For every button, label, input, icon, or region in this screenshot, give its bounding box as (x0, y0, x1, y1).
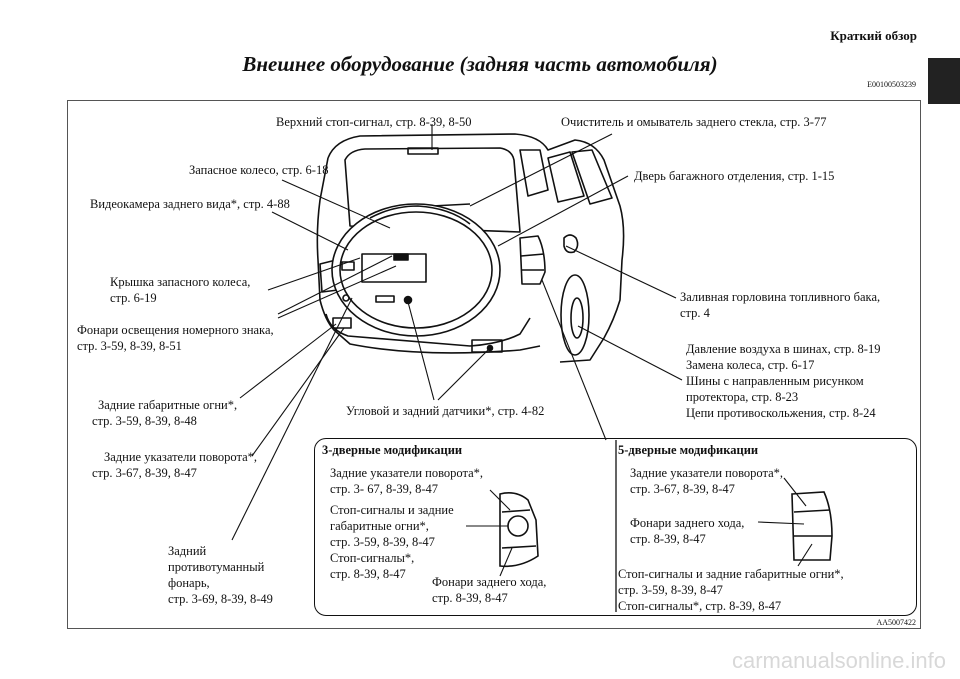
inset3-stop-line2: габаритные огни*, (330, 519, 429, 533)
label-tail-lamps-line1: Задние габаритные огни*, (98, 398, 238, 412)
watermark: carmanualsonline.info (731, 648, 946, 673)
label-tyres-line3: Шины с направленным рисунком (686, 374, 864, 388)
label-fog-lamp-line2: противотуманный (168, 560, 265, 574)
inset5-stop-line2: стр. 3-59, 8-39, 8-47 (618, 583, 723, 597)
page-title: Внешнее оборудование (задняя часть автом… (242, 52, 718, 76)
label-spare-cover-line1: Крышка запасного колеса, (110, 275, 251, 289)
variants-inset (314, 438, 917, 616)
label-spare-cover-line2: стр. 6-19 (110, 291, 157, 305)
label-tyres-line1: Давление воздуха в шинах, стр. 8-19 (686, 342, 881, 356)
label-tailgate: Дверь багажного отделения, стр. 1-15 (634, 169, 835, 183)
inset3-reverse-line1: Фонари заднего хода, (432, 575, 547, 589)
label-rear-camera: Видеокамера заднего вида*, стр. 4-88 (90, 197, 290, 211)
label-high-mount-stop-lamp: Верхний стоп-сигнал, стр. 8-39, 8-50 (276, 115, 472, 129)
label-turn-signals-line1: Задние указатели поворота*, (104, 450, 258, 464)
label-fuel-filler-line1: Заливная горловина топливного бака, (680, 290, 881, 304)
chapter-tab (928, 58, 960, 104)
label-parking-sensors: Угловой и задний датчики*, стр. 4-82 (346, 404, 545, 418)
label-plate-lamps-line1: Фонари освещения номерного знака, (77, 323, 274, 337)
label-rear-wiper-washer: Очиститель и омыватель заднего стекла, с… (561, 115, 827, 129)
label-tail-lamps-line2: стр. 3-59, 8-39, 8-48 (92, 414, 197, 428)
inset3-stop-line3: стр. 3-59, 8-39, 8-47 (330, 535, 435, 549)
inset5-stop-line1: Стоп-сигналы и задние габаритные огни*, (618, 567, 844, 581)
label-turn-signals-line2: стр. 3-67, 8-39, 8-47 (92, 466, 197, 480)
inset5-reverse-line1: Фонари заднего хода, (630, 516, 745, 530)
inset3-reverse-line2: стр. 8-39, 8-47 (432, 591, 508, 605)
label-fuel-filler-line2: стр. 4 (680, 306, 710, 320)
label-spare-wheel: Запасное колесо, стр. 6-18 (189, 163, 329, 177)
inset3-turn-line1: Задние указатели поворота*, (330, 466, 484, 480)
inset3-turn-line2: стр. 3- 67, 8-39, 8-47 (330, 482, 439, 496)
section-title: Краткий обзор (830, 28, 917, 43)
inset3-stop-line5: стр. 8-39, 8-47 (330, 567, 406, 581)
inset5-stop-line3: Стоп-сигналы*, стр. 8-39, 8-47 (618, 599, 782, 613)
label-fog-lamp-line4: стр. 3-69, 8-39, 8-49 (168, 592, 273, 606)
inset3-stop-line1: Стоп-сигналы и задние (330, 503, 454, 517)
inset5-turn-line1: Задние указатели поворота*, (630, 466, 784, 480)
document-code: E00100503239 (867, 80, 916, 89)
inset3-stop-line4: Стоп-сигналы*, (330, 551, 415, 565)
label-fog-lamp-line3: фонарь, (168, 576, 210, 590)
inset-5-door-heading: 5-дверные модификации (618, 443, 759, 457)
label-tyres-line4: протектора, стр. 8-23 (686, 390, 799, 404)
label-fog-lamp-line1: Задний (168, 544, 207, 558)
inset5-turn-line2: стр. 3-67, 8-39, 8-47 (630, 482, 735, 496)
figure-frame (67, 100, 921, 629)
label-tyres-line2: Замена колеса, стр. 6-17 (686, 358, 815, 372)
figure-code: AA5007422 (876, 618, 916, 627)
inset-3-door-heading: 3-дверные модификации (322, 443, 463, 457)
label-tyres-line5: Цепи противоскольжения, стр. 8-24 (686, 406, 876, 420)
label-plate-lamps-line2: стр. 3-59, 8-39, 8-51 (77, 339, 182, 353)
inset5-reverse-line2: стр. 8-39, 8-47 (630, 532, 706, 546)
